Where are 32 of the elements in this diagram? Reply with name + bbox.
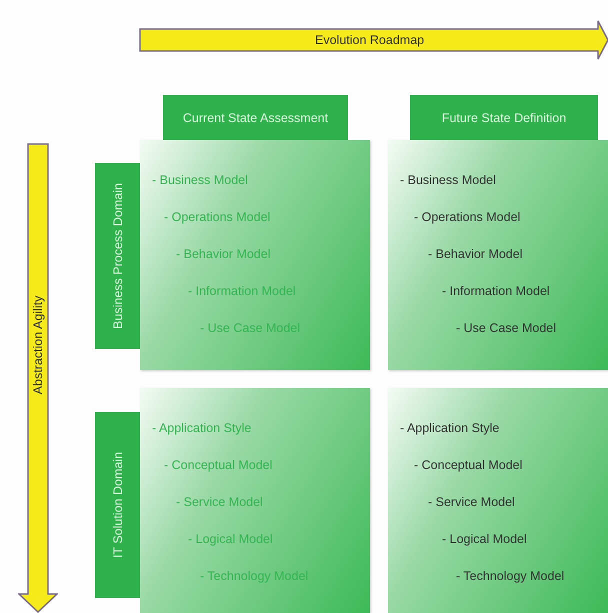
model-item: - Information Model xyxy=(442,284,550,298)
model-item: - Behavior Model xyxy=(428,247,522,261)
model-item: - Service Model xyxy=(428,495,515,509)
model-list-panel xyxy=(140,388,370,613)
row-header xyxy=(95,163,140,349)
model-item: - Use Case Model xyxy=(456,321,556,335)
model-item: - Technology Model xyxy=(200,569,308,583)
model-item: - Operations Model xyxy=(164,210,270,224)
column-header: Future State Definition xyxy=(410,95,598,140)
arrow-label: Evolution Roadmap xyxy=(315,33,424,47)
model-list-panel xyxy=(388,388,608,613)
model-list-panel xyxy=(140,140,370,370)
row-title: Business Process Domain xyxy=(110,183,124,329)
model-item: - Logical Model xyxy=(442,532,527,546)
column-header: Current State Assessment xyxy=(163,95,348,140)
model-item: - Service Model xyxy=(176,495,263,509)
model-item: - Operations Model xyxy=(414,210,520,224)
arrow-label: Abstraction Agility xyxy=(31,296,45,394)
model-item: - Use Case Model xyxy=(200,321,300,335)
model-item: - Business Model xyxy=(400,173,496,187)
model-item: - Application Style xyxy=(400,421,500,435)
model-list-panel xyxy=(388,140,608,370)
row-title: IT Solution Domain xyxy=(110,452,124,558)
model-item: - Business Model xyxy=(152,173,248,187)
model-item: - Logical Model xyxy=(188,532,273,546)
model-item: - Technology Model xyxy=(456,569,564,583)
model-item: - Conceptual Model xyxy=(414,458,522,472)
model-item: - Application Style xyxy=(152,421,252,435)
row-header xyxy=(95,412,140,598)
model-item: - Conceptual Model xyxy=(164,458,272,472)
model-item: - Behavior Model xyxy=(176,247,270,261)
model-item: - Information Model xyxy=(188,284,296,298)
